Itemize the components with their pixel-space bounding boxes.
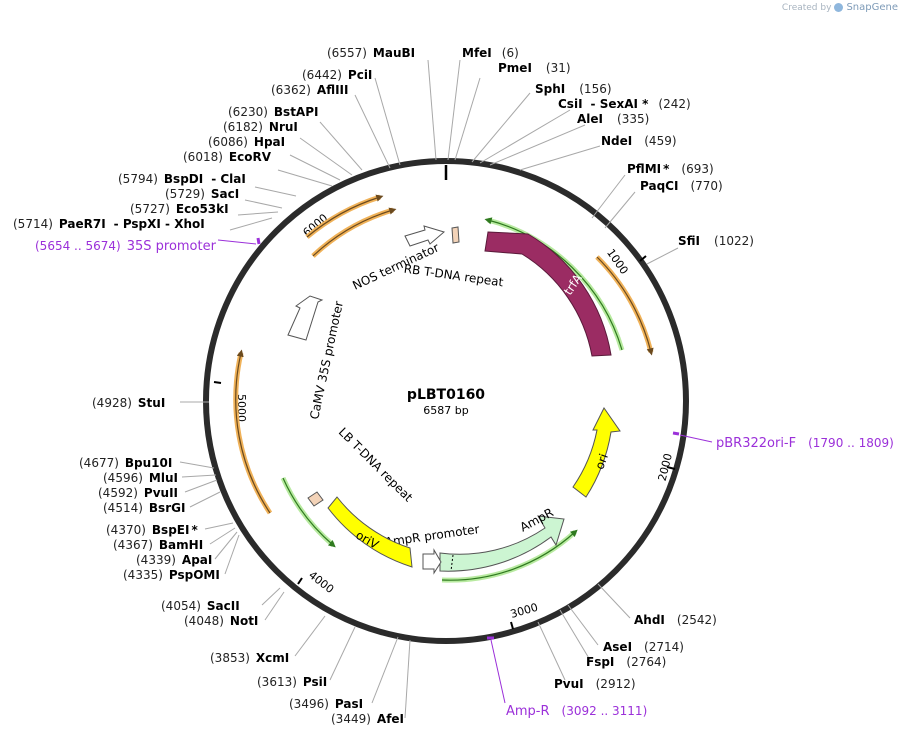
svg-text:(4339)ApaI: (4339)ApaI [136, 553, 212, 567]
svg-text:(4596)MluI: (4596)MluI [103, 471, 178, 485]
svg-text:AhdI(2542): AhdI(2542) [634, 613, 717, 627]
svg-text:MfeI(6): MfeI(6) [462, 46, 519, 60]
feature-NOS-terminator [404, 225, 446, 247]
svg-text:(4677)Bpu10I: (4677)Bpu10I [79, 456, 172, 470]
svg-text:(3853)XcmI: (3853)XcmI [210, 651, 289, 665]
snapgene-logo-icon [834, 3, 844, 12]
svg-text:(5654 .. 5674)35S promoter: (5654 .. 5674)35S promoter [35, 239, 217, 254]
svg-text:(4367)BamHI: (4367)BamHI [113, 538, 203, 552]
leader-lines [179, 59, 679, 719]
svg-text:AseI(2714): AseI(2714) [603, 640, 684, 654]
plasmid-size: 6587 bp [423, 404, 468, 417]
feature-ori [572, 407, 621, 498]
enzyme-labels: (6557)MauBI MfeI(6) PmeI(31) (6442)PciI … [13, 46, 754, 726]
svg-text:(4048)NotI: (4048)NotI [184, 614, 258, 628]
svg-text:(4514)BsrGI: (4514)BsrGI [103, 501, 185, 515]
primer-binding-arcs [233, 194, 654, 515]
svg-text:pBR322ori-F(1790 .. 1809): pBR322ori-F(1790 .. 1809) [716, 436, 894, 451]
green-arcs [280, 217, 625, 583]
feature-trfA [484, 231, 612, 357]
feature-AmpR [439, 515, 565, 572]
credit-label: Created by [781, 2, 832, 13]
svg-text:(5714)PaeR7I- PspXI - XhoI: (5714)PaeR7I- PspXI - XhoI [13, 217, 205, 231]
svg-text:(5729)SacI: (5729)SacI [165, 187, 239, 201]
feature-LB-T-DNA-repeat [307, 491, 324, 507]
svg-text:(6182)NruI: (6182)NruI [223, 120, 298, 134]
plasmid-name: pLBT0160 [407, 387, 485, 403]
svg-text:NdeI(459): NdeI(459) [601, 134, 677, 148]
feature-label-RB-T-DNA: RB T-DNA repeat [403, 262, 505, 290]
svg-text:(3449)AfeI: (3449)AfeI [331, 712, 404, 726]
svg-text:PmeI(31): PmeI(31) [498, 61, 571, 75]
svg-text:SfiI(1022): SfiI(1022) [678, 234, 754, 248]
svg-text:(3496)PasI: (3496)PasI [289, 697, 363, 711]
credit-brand: SnapGene [846, 2, 898, 13]
feature-RB-T-DNA-repeat [451, 226, 460, 244]
backbone-circle [203, 158, 689, 644]
svg-text:(6362)AflIII: (6362)AflIII [271, 83, 348, 97]
svg-text:AleI(335): AleI(335) [577, 112, 649, 126]
svg-text:Amp-R(3092 .. 3111): Amp-R(3092 .. 3111) [506, 704, 647, 719]
svg-text:(3613)PsiI: (3613)PsiI [257, 675, 327, 689]
svg-text:(4335)PspOMI: (4335)PspOMI [123, 568, 220, 582]
svg-text:(4370)BspEI*: (4370)BspEI* [106, 523, 198, 537]
feature-label-LB-T-DNA: LB T-DNA repeat [336, 425, 416, 505]
svg-text:(6442)PciI: (6442)PciI [302, 68, 372, 82]
svg-text:PaqCI(770): PaqCI(770) [640, 179, 723, 193]
svg-text:SphI(156): SphI(156) [535, 82, 612, 96]
svg-text:(6086)HpaI: (6086)HpaI [208, 135, 285, 149]
svg-text:(6230)BstAPI: (6230)BstAPI [228, 105, 318, 119]
feature-oriV [327, 496, 413, 568]
primers: (5654 .. 5674)35S promoter pBR322ori-F(1… [35, 237, 894, 719]
svg-text:(4592)PvuII: (4592)PvuII [98, 486, 178, 500]
svg-text:(6018)EcoRV: (6018)EcoRV [183, 150, 272, 164]
feature-AmpR-promoter [422, 548, 442, 575]
svg-text:(4928)StuI: (4928)StuI [92, 396, 165, 410]
svg-text:PflMI*(693): PflMI*(693) [627, 162, 714, 176]
snapgene-credit: Created by SnapGene [782, 2, 898, 13]
svg-text:(6557)MauBI: (6557)MauBI [327, 46, 415, 60]
svg-text:FspI(2764): FspI(2764) [586, 655, 666, 669]
svg-text:PvuI(2912): PvuI(2912) [554, 677, 636, 691]
svg-text:(5727)Eco53kI: (5727)Eco53kI [130, 202, 229, 216]
feature-label-ori: ori [592, 452, 610, 471]
svg-text:CsiI- SexAI *(242): CsiI- SexAI *(242) [558, 97, 691, 111]
feature-CaMV-35S-promoter [287, 295, 324, 341]
svg-text:(4054)SacII: (4054)SacII [161, 599, 240, 613]
svg-text:(5794)BspDI- ClaI: (5794)BspDI- ClaI [118, 172, 246, 186]
